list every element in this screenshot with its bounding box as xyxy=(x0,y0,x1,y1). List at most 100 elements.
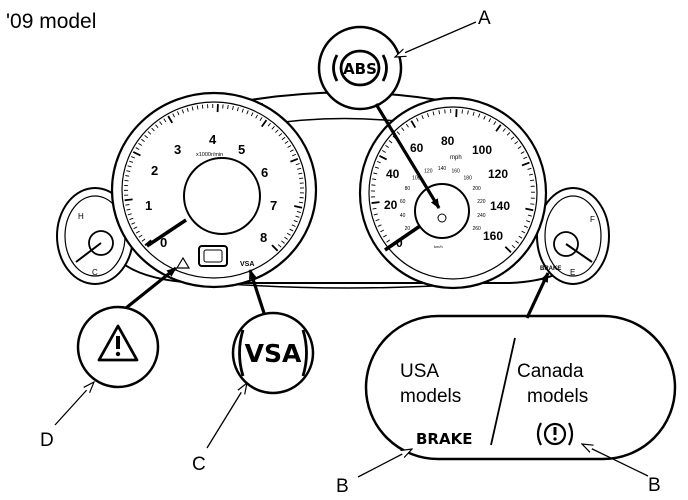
tach-tick xyxy=(181,109,185,114)
tach-tick xyxy=(241,108,244,113)
speedo-tick xyxy=(467,110,469,115)
warning-callout xyxy=(76,305,160,389)
kmh-label: 240 xyxy=(477,213,486,219)
tach-tick xyxy=(250,112,254,117)
brake-label: BRAKE xyxy=(416,430,472,448)
display-window xyxy=(198,245,228,267)
tach-tick xyxy=(267,122,271,127)
tach-tick xyxy=(291,224,296,227)
abs-icon xyxy=(332,54,339,82)
tach-tick xyxy=(236,107,239,112)
speedo-tick xyxy=(416,117,419,122)
tach-tick xyxy=(298,201,304,204)
speed-100: 100 xyxy=(472,143,492,157)
tach-tick xyxy=(141,138,145,142)
speedo-tick xyxy=(514,141,519,145)
kmh-unit: km/h xyxy=(434,244,443,249)
tach-tick xyxy=(141,238,146,242)
tach-tick xyxy=(271,126,275,130)
tach-tick xyxy=(130,156,135,159)
speedo-tick xyxy=(372,207,377,210)
tach-tick xyxy=(155,124,159,128)
speedo-tick xyxy=(511,244,516,249)
speedo-tick xyxy=(517,146,522,150)
tach-tick xyxy=(132,151,141,157)
kmh-label: 80 xyxy=(405,186,411,192)
kmh-label: 200 xyxy=(472,186,481,192)
canada-label-line1: Canada xyxy=(517,361,584,382)
speedo-tick xyxy=(401,127,405,132)
speedo-tick xyxy=(371,201,380,204)
tach-tick xyxy=(151,127,155,132)
speedo-tick xyxy=(504,246,512,254)
leader-abs-to-gauge xyxy=(374,103,441,209)
speedo-tick xyxy=(523,156,528,160)
speed-80: 80 xyxy=(441,134,455,148)
tach-tick xyxy=(138,142,143,146)
tach-tick xyxy=(133,226,138,230)
speedo-tick xyxy=(530,203,535,205)
tach-6: 6 xyxy=(261,165,268,180)
tach-tick xyxy=(286,232,291,236)
callout-a: A xyxy=(478,8,491,29)
tach-tick xyxy=(126,170,131,172)
tach-7: 7 xyxy=(270,198,277,213)
tach-tick xyxy=(129,217,134,221)
tach-tick xyxy=(289,149,294,153)
speedo-tick xyxy=(483,115,486,120)
speedo-tick xyxy=(523,225,528,228)
tach-tick xyxy=(176,111,180,116)
leader-d xyxy=(54,382,94,426)
leader-c xyxy=(206,383,247,449)
tach-tick-marks xyxy=(123,104,304,252)
tach-tick xyxy=(129,160,134,163)
speedo-tick xyxy=(478,113,481,118)
speedo-tick-marks xyxy=(371,109,536,254)
leader-warning-to-gauge xyxy=(125,266,177,310)
tach-tick xyxy=(186,107,189,112)
speedo-tick xyxy=(373,172,378,175)
canada-label-line2: models xyxy=(527,386,588,407)
speedo-tick xyxy=(432,111,435,116)
tach-tick xyxy=(127,165,132,168)
tach-tick xyxy=(299,177,304,180)
leader-vsa-to-gauge xyxy=(248,269,266,314)
tach-tick xyxy=(281,240,285,244)
abs-label: ABS xyxy=(343,60,377,78)
speedo-tick xyxy=(506,132,511,136)
speedo-tick xyxy=(388,140,393,144)
speed-140: 140 xyxy=(490,199,510,213)
tach-tick xyxy=(246,110,249,115)
tach-tick xyxy=(284,140,289,144)
kmh-label: 60 xyxy=(400,199,406,205)
warning-triangle-icon xyxy=(97,324,139,362)
speedo-tick xyxy=(382,150,386,153)
speedo-tick xyxy=(379,155,388,161)
tach-tick xyxy=(127,213,132,216)
fuel-empty-label: E xyxy=(570,268,575,277)
temp-cold-label: C xyxy=(92,268,98,277)
kmh-label: 220 xyxy=(477,199,486,205)
tach-tick xyxy=(289,228,294,232)
kmh-label: 260 xyxy=(472,226,481,232)
speedo-tick xyxy=(373,213,378,216)
speedo-tick xyxy=(502,128,506,132)
tach-tick xyxy=(278,133,283,137)
callout-b-right: B xyxy=(648,475,661,496)
vsa-small-indicator: VSA xyxy=(240,261,254,268)
fuel-gauge: F E BRAKE xyxy=(536,187,610,285)
tach-tick xyxy=(135,230,140,234)
tach-tick xyxy=(124,198,133,202)
vsa-icon xyxy=(238,329,245,377)
kmh-label: 180 xyxy=(464,175,473,181)
tach-tick xyxy=(125,175,130,177)
brake-small-indicator: BRAKE xyxy=(540,266,561,272)
tach-tick xyxy=(144,134,148,139)
tach-tick xyxy=(126,208,131,211)
tach-unit: x1000r/min xyxy=(196,152,223,158)
speedo-tick xyxy=(438,110,441,115)
speedo-tick xyxy=(493,121,497,126)
tach-tick xyxy=(292,153,297,157)
kmh-label: 20 xyxy=(405,226,411,232)
temp-hot-label: H xyxy=(78,212,84,221)
